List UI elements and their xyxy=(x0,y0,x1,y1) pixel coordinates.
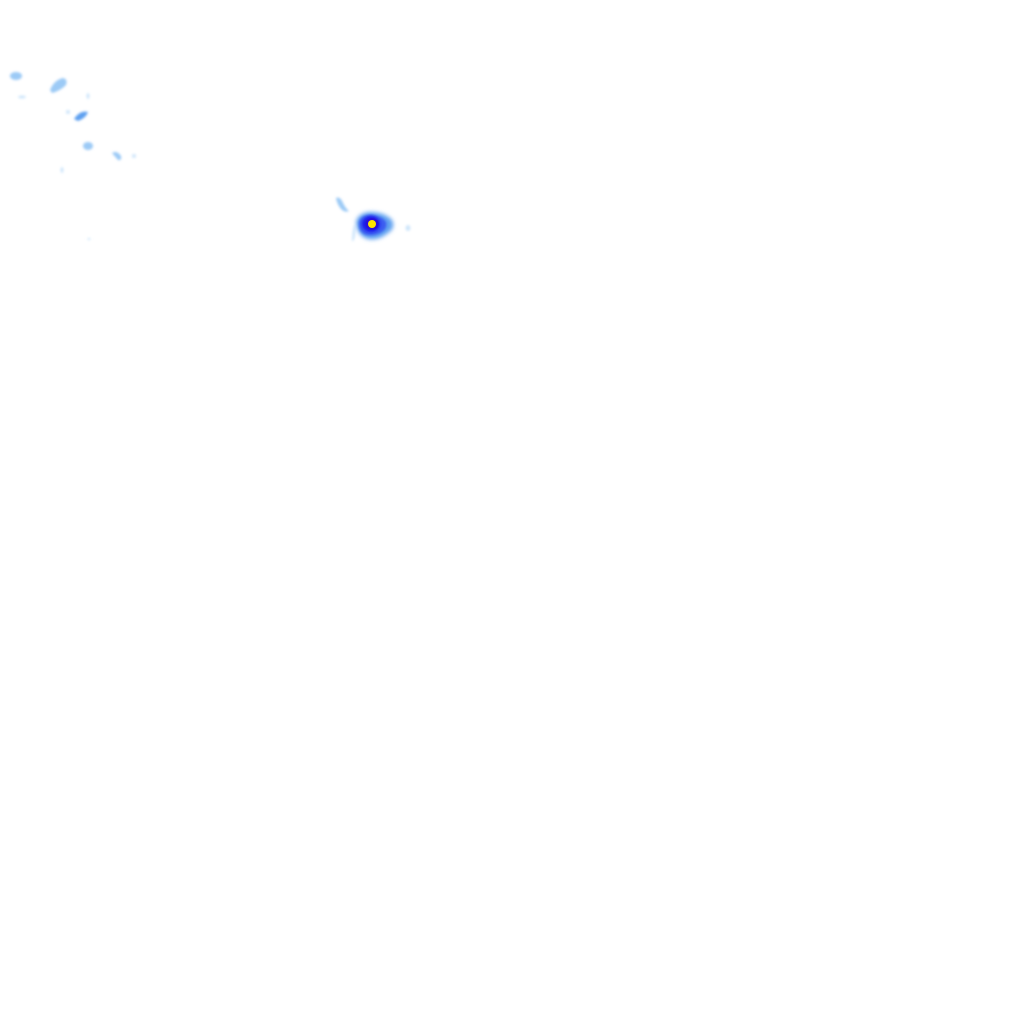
echo-cell xyxy=(10,72,22,80)
echo-cell xyxy=(405,225,411,231)
precipitation-scatter-northwest xyxy=(10,72,136,240)
echo-cell xyxy=(86,93,90,99)
echo-cell xyxy=(66,110,70,114)
echo-cell xyxy=(18,95,26,99)
echo-cell xyxy=(83,142,93,150)
echo-band xyxy=(352,225,356,242)
precipitation-storm-cell xyxy=(336,197,411,242)
echo-cell xyxy=(87,238,91,240)
echo-cell xyxy=(60,167,64,173)
echo-cell xyxy=(112,152,122,161)
echo-cell xyxy=(132,154,136,158)
storm-core-max xyxy=(368,220,376,228)
echo-band xyxy=(336,197,349,212)
echo-cell xyxy=(50,78,67,93)
echo-cell xyxy=(74,111,88,121)
